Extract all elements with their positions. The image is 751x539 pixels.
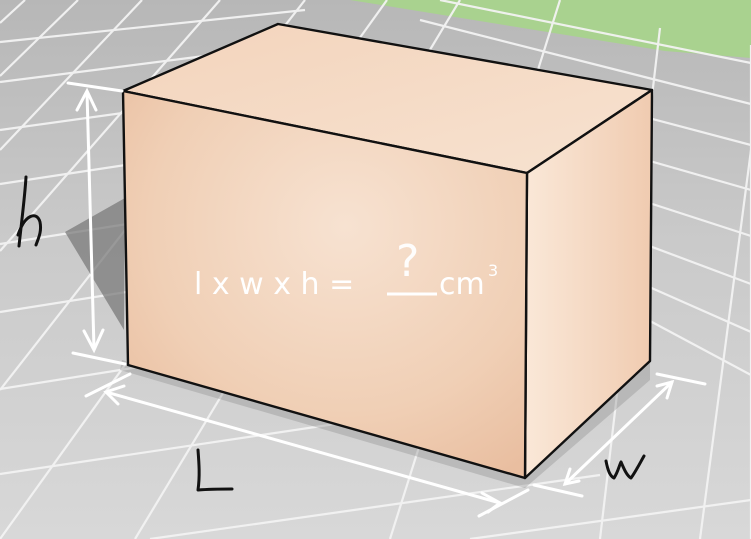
height-arrow-line	[85, 90, 96, 351]
height-arrow-head-top	[75, 87, 98, 112]
width-extension-front	[532, 483, 584, 498]
cubic-centimeter-unit: cm	[439, 267, 485, 302]
width-arrow-line	[563, 380, 674, 486]
length-arrow-line	[104, 390, 502, 505]
box-front-face	[121, 89, 529, 480]
volume-formula: l x w x h = ? cm 3	[194, 236, 498, 302]
box-shadow-left	[65, 198, 125, 330]
formula-left-side: l x w x h =	[194, 267, 354, 302]
width-label: w	[604, 454, 646, 480]
length-label: L	[196, 448, 234, 492]
width-arrow-head-back	[655, 379, 675, 400]
length-arrow-head-left	[103, 384, 126, 406]
width-extension-back	[655, 372, 707, 386]
width-arrow-head-front	[562, 467, 581, 487]
dimension-arrows	[66, 81, 707, 518]
height-arrow-head-bottom	[82, 328, 105, 354]
height-label: h	[16, 175, 42, 248]
height-extension-top	[66, 81, 124, 93]
cubic-exponent: 3	[488, 261, 498, 280]
length-arrow-head-right	[480, 491, 503, 514]
length-extension-left	[84, 372, 132, 398]
unknown-value-question-mark: ?	[396, 236, 419, 287]
rectangular-box	[121, 22, 654, 480]
height-extension-bottom	[71, 351, 127, 366]
